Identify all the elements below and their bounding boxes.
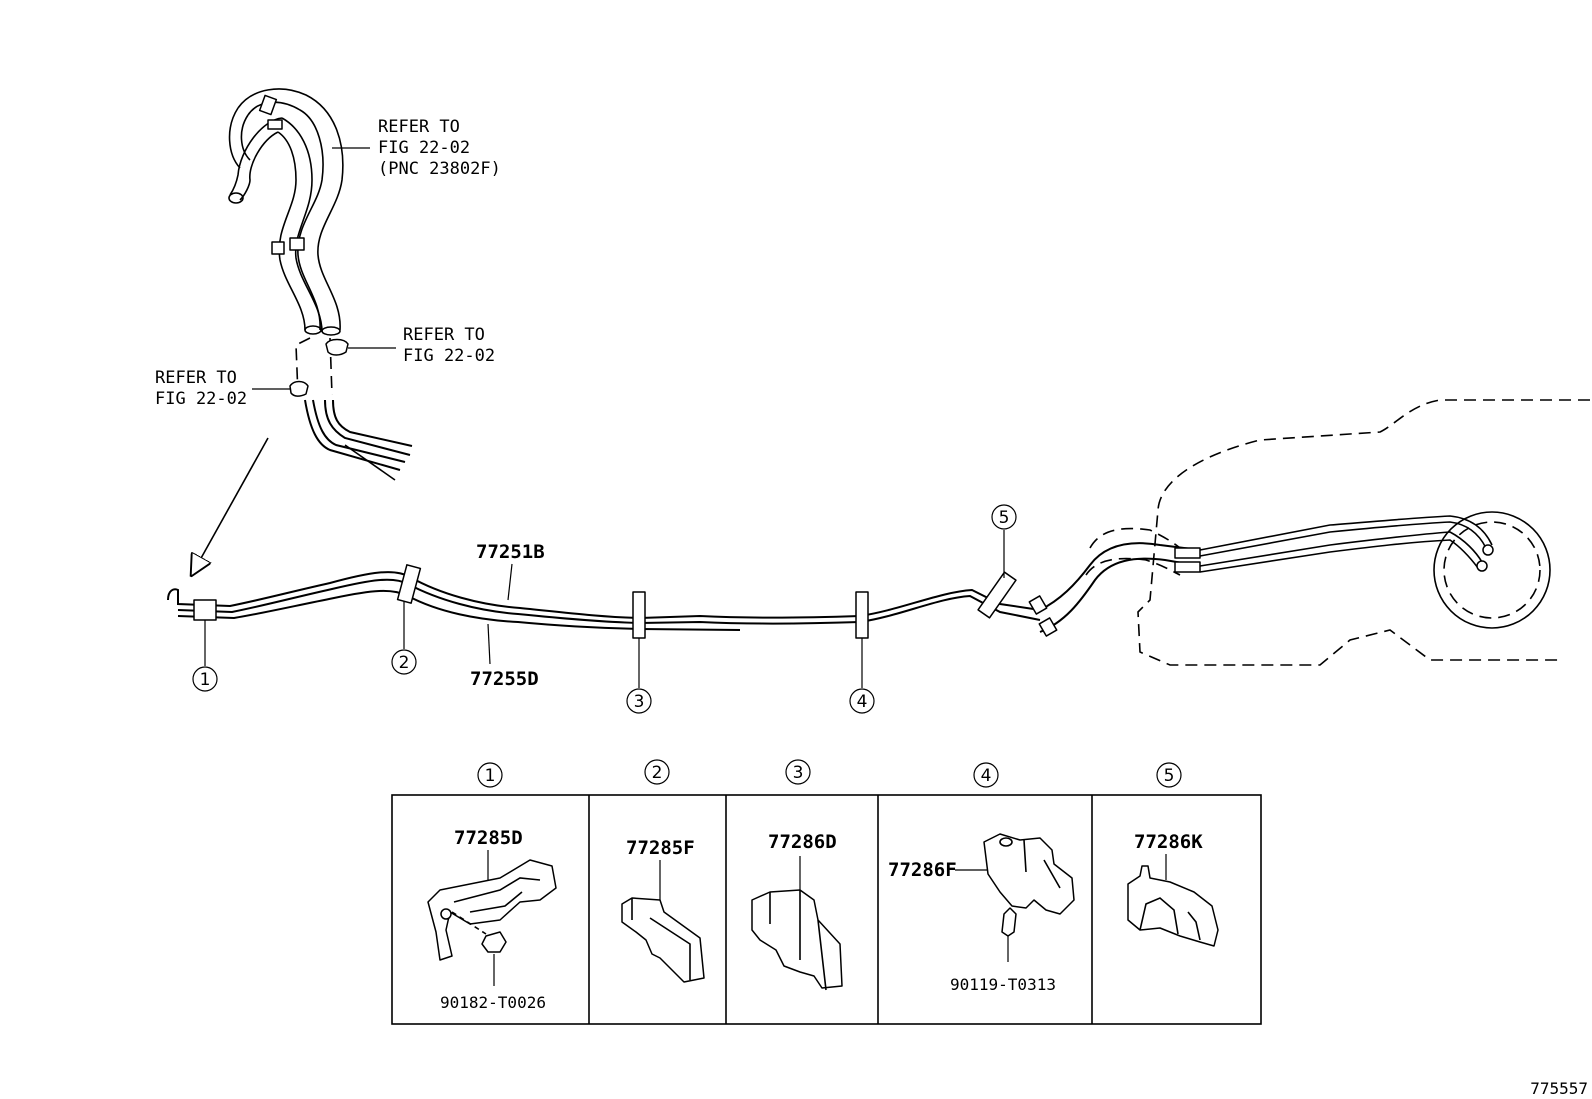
clamp-callout-4: 4 <box>849 638 875 714</box>
svg-text:2: 2 <box>399 653 410 673</box>
fuel-tank-outline <box>1085 399 1590 666</box>
svg-text:3: 3 <box>793 763 804 783</box>
svg-text:77285F: 77285F <box>626 837 695 859</box>
filler-hose-assembly <box>228 88 370 336</box>
main-fuel-lines <box>167 542 1201 639</box>
direction-arrow <box>200 437 269 560</box>
svg-text:REFER TO: REFER TO <box>155 368 237 388</box>
svg-text:77286F: 77286F <box>888 859 957 881</box>
svg-text:77255D: 77255D <box>470 668 539 690</box>
svg-text:77285D: 77285D <box>454 827 523 849</box>
clamp-callout-2: 2 <box>391 601 417 675</box>
svg-text:5: 5 <box>999 508 1010 528</box>
reference-clip-left: REFER TO FIG 22-02 <box>155 368 247 409</box>
clamp-callout-5: 5 <box>991 504 1017 578</box>
svg-text:90119-T0313: 90119-T0313 <box>950 975 1056 994</box>
clamp-callout-1: 1 <box>192 620 218 692</box>
detail-4: 4 77286F 90119-T0313 <box>888 762 1075 994</box>
svg-text:REFER TO: REFER TO <box>403 325 485 345</box>
svg-text:FIG 22-02: FIG 22-02 <box>378 138 470 158</box>
svg-text:4: 4 <box>857 692 868 712</box>
svg-text:77286D: 77286D <box>768 831 837 853</box>
detail-3: 3 77286D <box>751 759 843 991</box>
svg-text:2: 2 <box>652 763 663 783</box>
reference-top-hose: REFER TO FIG 22-02 (PNC 23802F) <box>378 117 501 179</box>
svg-text:90182-T0026: 90182-T0026 <box>440 993 546 1012</box>
reference-clip-right: REFER TO FIG 22-02 <box>403 325 495 366</box>
svg-text:REFER TO: REFER TO <box>378 117 460 137</box>
svg-text:77251B: 77251B <box>476 541 545 563</box>
main-part-labels: 77251B 77255D <box>470 541 545 690</box>
svg-text:FIG 22-02: FIG 22-02 <box>155 389 247 409</box>
hose-connection-clips <box>252 337 396 397</box>
svg-text:1: 1 <box>200 670 211 690</box>
detail-1: 1 77285D 90182-T0026 <box>427 762 557 1012</box>
svg-text:(PNC 23802F): (PNC 23802F) <box>378 159 501 179</box>
svg-text:3: 3 <box>634 692 645 712</box>
svg-text:77286K: 77286K <box>1134 831 1203 853</box>
detail-2: 2 77285F <box>621 759 705 983</box>
detail-boxes <box>391 794 1262 1025</box>
detail-5: 5 77286K <box>1127 762 1219 947</box>
svg-text:1: 1 <box>485 766 496 786</box>
svg-text:4: 4 <box>981 766 992 786</box>
pipe-stubs-to-tank <box>304 399 413 481</box>
illustration-number: 775557 <box>1530 1079 1588 1098</box>
svg-text:5: 5 <box>1164 766 1175 786</box>
svg-text:FIG 22-02: FIG 22-02 <box>403 346 495 366</box>
clamp-callout-3: 3 <box>626 638 652 714</box>
